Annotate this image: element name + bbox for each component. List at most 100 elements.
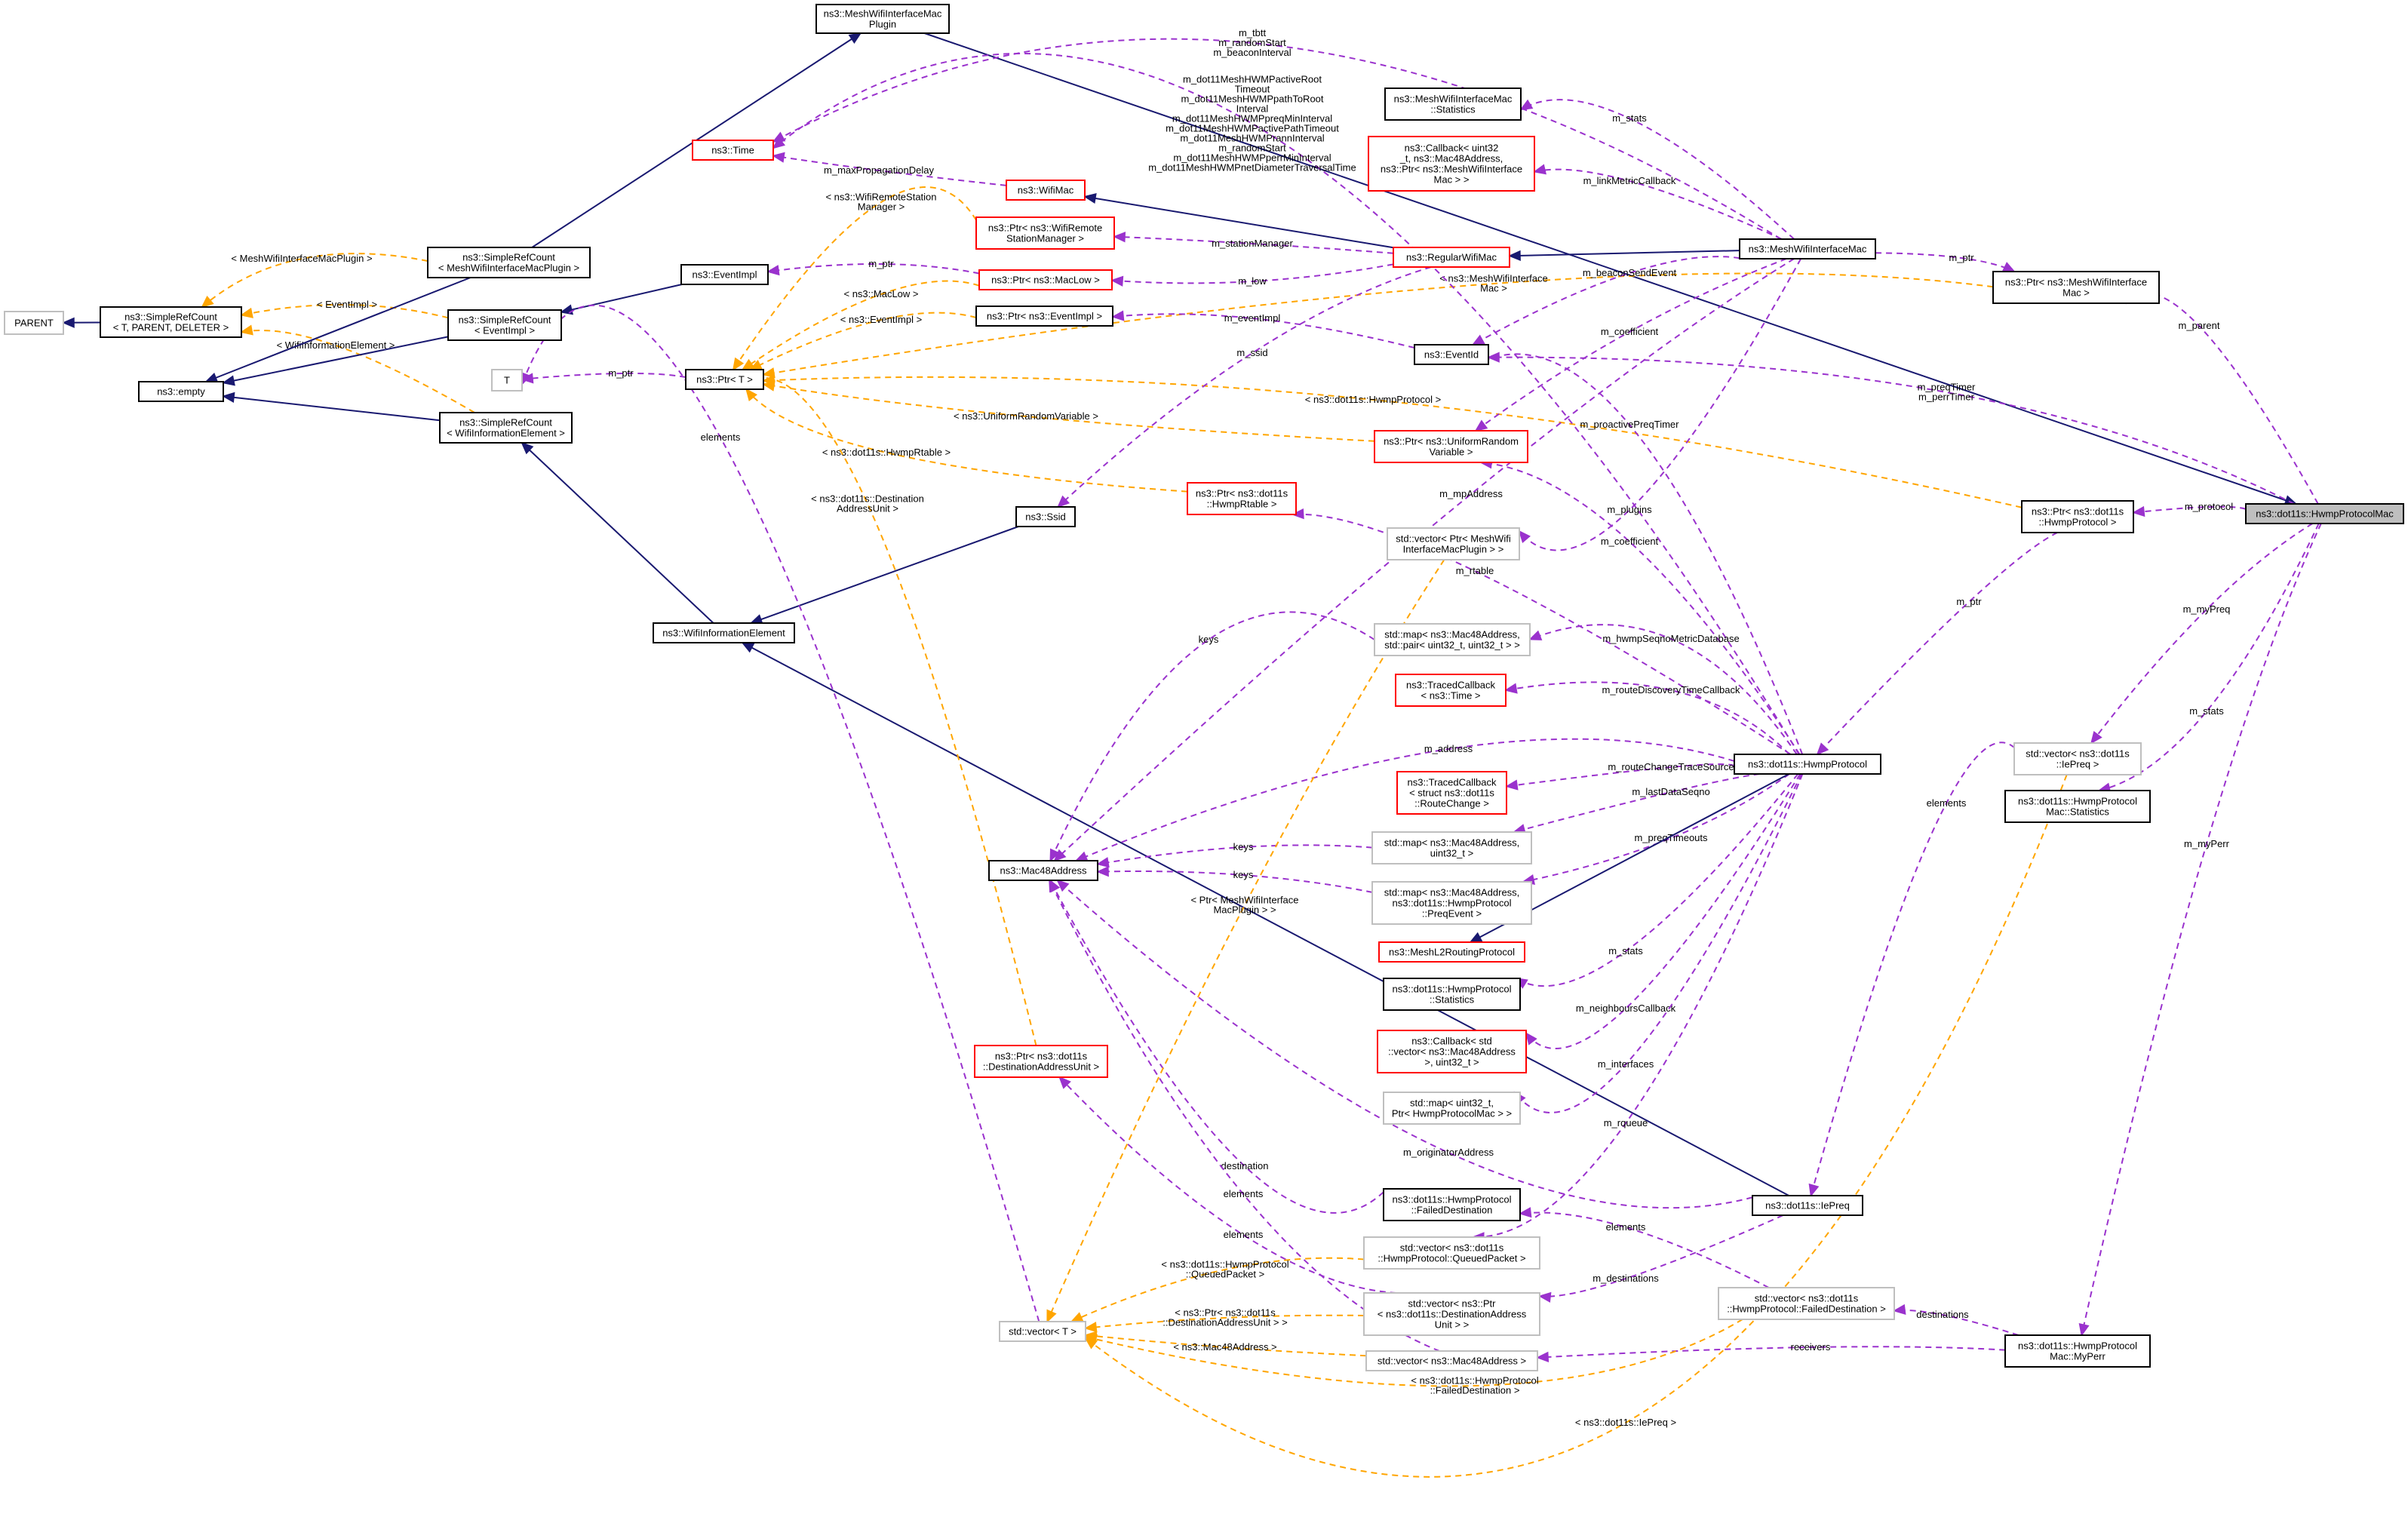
edge-label-line: < ns3::dot11s::HwmpProtocol >: [1305, 394, 1441, 405]
arrowhead-icon: [762, 380, 776, 392]
class-node-srcmeshplugin[interactable]: ns3::SimpleRefCount< MeshWifiInterfaceMa…: [427, 247, 591, 278]
edge-label-line: m_protocol: [2185, 501, 2233, 512]
edge-path: [1537, 1346, 2006, 1359]
edge-path: [767, 263, 980, 275]
edge-label: m_coefficient: [1601, 326, 1659, 337]
class-node-hpstats[interactable]: ns3::dot11s::HwmpProtocol::Statistics: [1383, 978, 1521, 1011]
edge-path: [1473, 773, 1804, 1239]
class-node-srcwifiie[interactable]: ns3::SimpleRefCount< WifiInformationElem…: [439, 412, 573, 444]
class-node-srceventimpl[interactable]: ns3::SimpleRefCount< EventImpl >: [447, 309, 562, 341]
class-node-parent[interactable]: PARENT: [4, 311, 64, 335]
usage-edge-e72: m_ptr: [1875, 252, 2016, 272]
edge-label: m_proactivePreqTimer: [1580, 419, 1679, 430]
class-box-icon: [1718, 1287, 1895, 1320]
edge-label: m_eventImpl: [1224, 312, 1281, 324]
arrowhead-icon: [201, 296, 214, 309]
class-name: ns3::WifiInformationElement: [662, 628, 785, 639]
edge-path: [1519, 1211, 1770, 1288]
class-node-tcbtime[interactable]: ns3::TracedCallback< ns3::Time >: [1395, 674, 1507, 707]
class-name-line: Variable >: [1430, 447, 1473, 458]
class-node-callbacklink[interactable]: ns3::Callback< uint32_t, ns3::Mac48Addre…: [1368, 136, 1535, 192]
class-node-tcbroute[interactable]: ns3::TracedCallback< struct ns3::dot11s:…: [1396, 771, 1507, 815]
class-node-vecmac48[interactable]: std::vector< ns3::Mac48Address >: [1365, 1350, 1538, 1371]
class-name-line: ns3::RegularWifiMac: [1406, 252, 1497, 263]
edge-label-line: m_linkMetricCallback: [1583, 175, 1676, 186]
class-name: ns3::TracedCallback< struct ns3::dot11s:…: [1407, 777, 1497, 809]
class-node-mwimstats[interactable]: ns3::MeshWifiInterfaceMac::Statistics: [1384, 88, 1522, 121]
edge-label-line: < ns3::Ptr< ns3::dot11s: [1175, 1307, 1276, 1319]
class-node-eventimpl[interactable]: ns3::EventImpl: [680, 264, 769, 285]
class-name: std::vector< ns3::Ptr< ns3::dot11s::Dest…: [1378, 1298, 1527, 1331]
edge-path: [735, 376, 1037, 1046]
class-node-veciepreq[interactable]: std::vector< ns3::dot11s::IePreq >: [2013, 742, 2142, 775]
class-node-mapifaces[interactable]: std::map< uint32_t,Ptr< HwmpProtocolMac …: [1383, 1092, 1521, 1125]
class-node-ptrt[interactable]: ns3::Ptr< T >: [685, 369, 764, 390]
edge-path: [1534, 168, 1783, 240]
class-node-iepreq[interactable]: ns3::dot11s::IePreq: [1752, 1195, 1863, 1216]
class-node-maplastseqno[interactable]: std::map< ns3::Mac48Address,uint32_t >: [1371, 831, 1532, 864]
class-node-srctpd[interactable]: ns3::SimpleRefCount< T, PARENT, DELETER …: [100, 306, 242, 338]
class-box-icon: [975, 306, 1113, 327]
class-name: std::map< uint32_t,Ptr< HwmpProtocolMac …: [1392, 1098, 1512, 1119]
class-node-mapseqno[interactable]: std::map< ns3::Mac48Address,std::pair< u…: [1374, 623, 1531, 656]
class-box-icon: [1752, 1195, 1863, 1216]
class-name-line: std::vector< ns3::Ptr: [1408, 1298, 1497, 1310]
arrowhead-icon: [1469, 932, 1483, 943]
class-node-regularwifimac[interactable]: ns3::RegularWifiMac: [1393, 247, 1510, 268]
class-name: ns3::Callback< uint32_t, ns3::Mac48Addre…: [1381, 143, 1522, 186]
class-box-icon: [1387, 527, 1520, 560]
class-node-eventid[interactable]: ns3::EventId: [1414, 344, 1489, 365]
class-node-ptrrtable[interactable]: ns3::Ptr< ns3::dot11s::HwmpRtable >: [1187, 482, 1297, 515]
edge-path: [733, 186, 977, 370]
class-node-hwmp[interactable]: ns3::dot11s::HwmpProtocol: [1734, 754, 1881, 775]
class-node-vecptrdau[interactable]: std::vector< ns3::Ptr< ns3::dot11s::Dest…: [1363, 1292, 1540, 1336]
class-node-focus[interactable]: ns3::dot11s::HwmpProtocolMac: [2245, 503, 2404, 524]
class-box-icon: [1384, 88, 1522, 121]
class-node-t[interactable]: T: [491, 369, 523, 392]
edge-label-line: m_ssid: [1236, 347, 1267, 358]
class-node-wifimac[interactable]: ns3::WifiMac: [1006, 180, 1086, 201]
class-node-empty[interactable]: ns3::empty: [138, 381, 224, 402]
class-name: ns3::MeshWifiInterfaceMac::Statistics: [1394, 94, 1513, 115]
class-box-icon: [4, 311, 64, 335]
arrowhead-icon: [1487, 352, 1500, 363]
class-node-ptrdau[interactable]: ns3::Ptr< ns3::dot11s::DestinationAddres…: [974, 1045, 1108, 1078]
class-name: ns3::dot11s::HwmpProtocol::Statistics: [1393, 984, 1512, 1006]
class-box-icon: [1383, 1188, 1521, 1221]
class-node-mappreq[interactable]: std::map< ns3::Mac48Address,ns3::dot11s:…: [1371, 881, 1532, 925]
class-node-ptrhwmp[interactable]: ns3::Ptr< ns3::dot11s::HwmpProtocol >: [2021, 500, 2134, 533]
class-name-line: std::vector< ns3::dot11s: [2026, 748, 2130, 760]
class-node-meshwifimac[interactable]: ns3::MeshWifiInterfaceMac: [1739, 238, 1876, 259]
class-node-mac48[interactable]: ns3::Mac48Address: [988, 860, 1098, 881]
class-node-vecfailed[interactable]: std::vector< ns3::dot11s::HwmpProtocol::…: [1718, 1287, 1895, 1320]
edge-label: < ns3::dot11s::IePreq >: [1575, 1417, 1676, 1428]
class-name: T: [504, 375, 510, 386]
edge-label: m_parent: [2179, 320, 2220, 331]
arrowhead-icon: [1084, 1337, 1098, 1350]
class-node-ssid[interactable]: ns3::Ssid: [1015, 506, 1076, 527]
edge-label: < ns3::dot11s::HwmpProtocol >: [1305, 394, 1441, 405]
class-node-callbackneigh[interactable]: ns3::Callback< std::vector< ns3::Mac48Ad…: [1377, 1030, 1527, 1073]
class-node-ptrmaclow[interactable]: ns3::Ptr< ns3::MacLow >: [978, 269, 1113, 290]
class-node-faileddest[interactable]: ns3::dot11s::HwmpProtocol::FailedDestina…: [1383, 1188, 1521, 1221]
class-name-line: Unit > >: [1435, 1319, 1470, 1331]
edge-label: m_myPreq: [2183, 603, 2231, 615]
class-name: ns3::EventImpl: [693, 269, 757, 281]
usage-edge-e24: m_stationManager: [1113, 232, 1394, 254]
class-node-ptreventimpl[interactable]: ns3::Ptr< ns3::EventImpl >: [975, 306, 1113, 327]
edge-label-line: m_eventImpl: [1224, 312, 1281, 324]
class-node-meshl2[interactable]: ns3::MeshL2RoutingProtocol: [1378, 941, 1525, 963]
arrowhead-icon: [1291, 508, 1304, 520]
class-node-time[interactable]: ns3::Time: [692, 140, 774, 161]
class-node-vecqueued[interactable]: std::vector< ns3::dot11s::HwmpProtocol::…: [1363, 1236, 1540, 1270]
class-node-wifiie[interactable]: ns3::WifiInformationElement: [653, 622, 795, 643]
class-node-vectort[interactable]: std::vector< T >: [999, 1321, 1086, 1342]
